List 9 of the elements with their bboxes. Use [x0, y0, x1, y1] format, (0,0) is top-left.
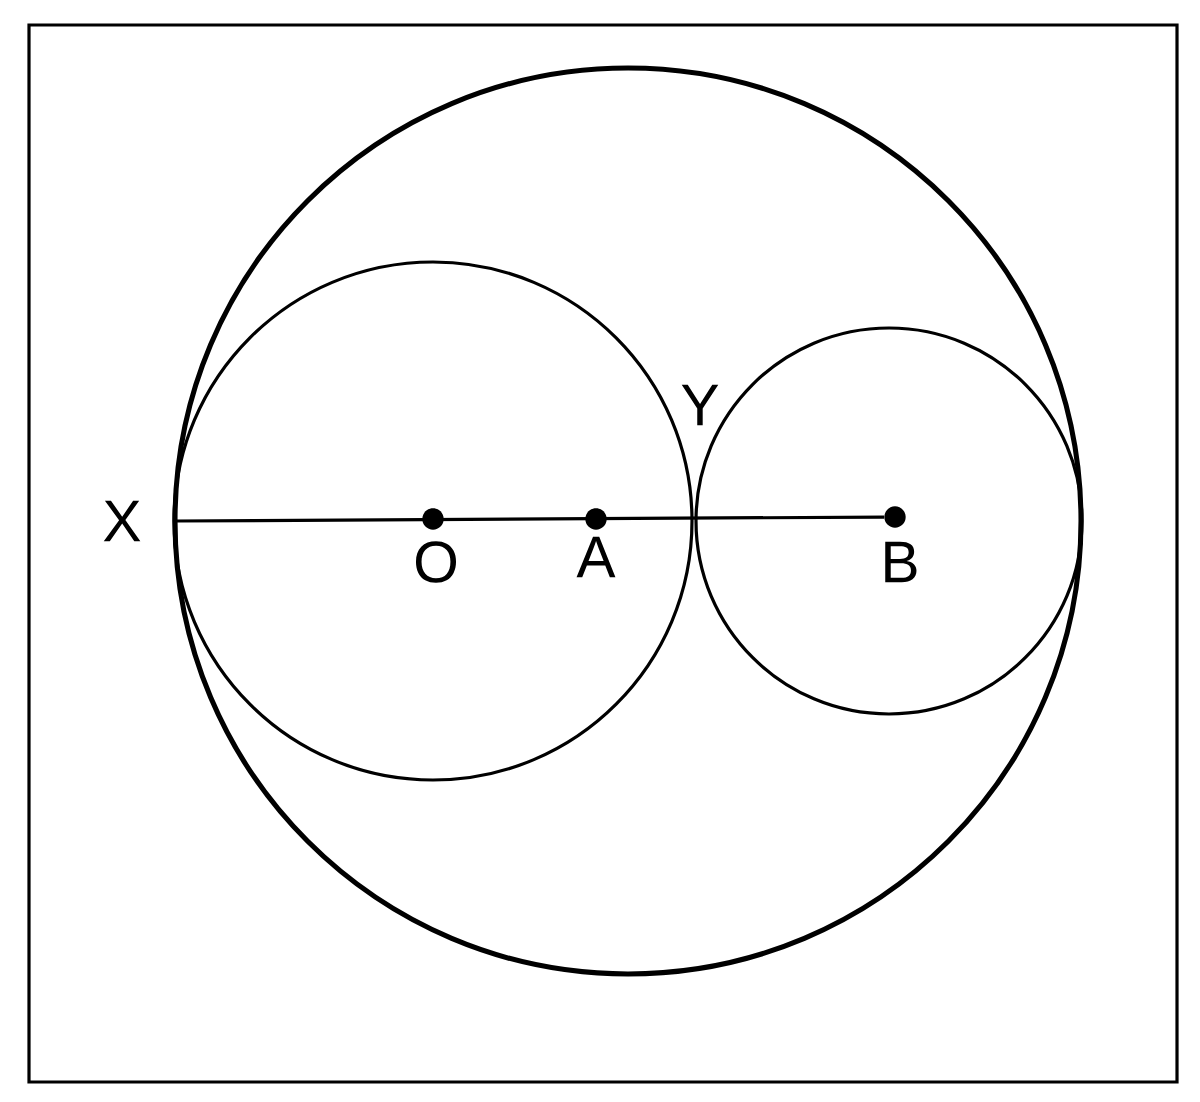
- point-dot: [585, 508, 607, 530]
- point-label: A: [576, 536, 616, 578]
- point-dot: [884, 506, 906, 528]
- point-label: O: [415, 541, 456, 583]
- point-label: X: [103, 500, 141, 542]
- point-dot: [422, 508, 444, 530]
- point-label: B: [885, 541, 917, 583]
- point-label: Y: [681, 384, 719, 426]
- line-segment: [175, 515, 885, 523]
